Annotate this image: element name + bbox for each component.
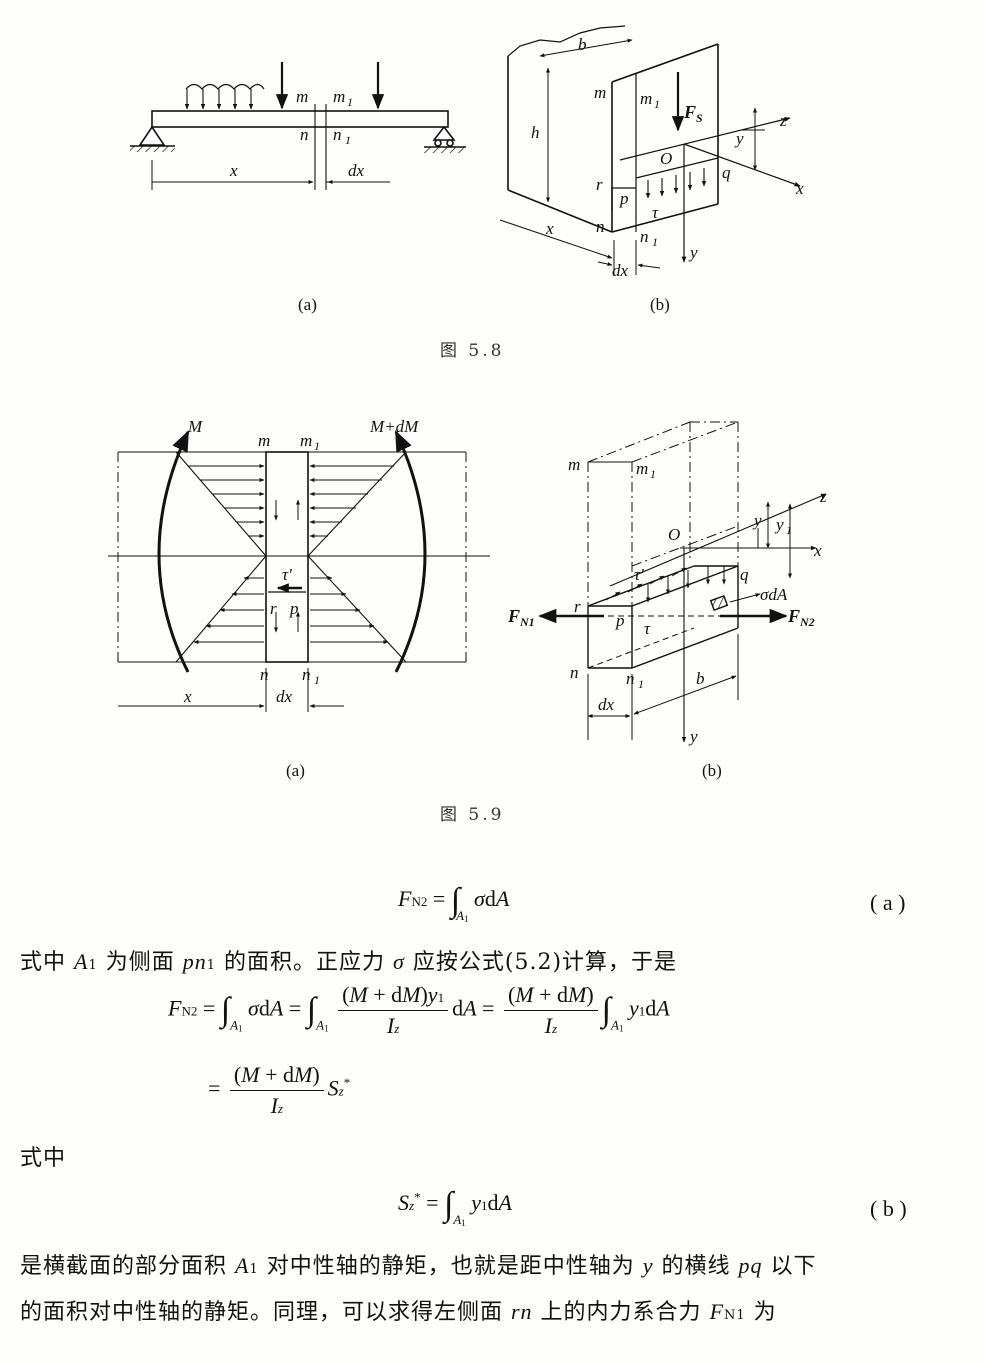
paragraph-line-4: 的面积对中性轴的静矩。同理，可以求得左侧面 rn 上的内力系合力 FN1 为 [20, 1299, 777, 1325]
label-x-axis: x [795, 179, 804, 198]
equation-a-tag: ( a ) [870, 890, 906, 915]
svg-text:S: S [696, 111, 703, 125]
label-p: p [289, 599, 299, 618]
label-m: m [568, 455, 580, 474]
label-dx: dx [276, 687, 293, 706]
label-y1: y [774, 515, 784, 534]
label-n: n [570, 663, 579, 682]
fig59a-labels: M M+dM m m 1 τ' r p n n 1 x dx (a) [183, 417, 419, 780]
label-dx: dx [612, 261, 629, 280]
label-M-plus-dM: M+dM [369, 417, 419, 436]
label-O: O [668, 525, 680, 544]
label-n: n [596, 217, 605, 236]
svg-text:1: 1 [314, 439, 320, 453]
fig58b-labels: b h m m 1 F S z y O x r q p τ x n n 1 dx… [531, 35, 804, 314]
label-q: q [740, 565, 749, 584]
label-y-axis: y [688, 727, 698, 746]
svg-text:1: 1 [786, 523, 792, 537]
label-x-axis: x [813, 541, 822, 560]
label-n: n [260, 665, 269, 684]
fig59a-stress-diagram [108, 430, 490, 712]
fig58b-3d-element [499, 25, 801, 275]
label-m: m [594, 83, 606, 102]
equation-b-tag: ( b ) [870, 1196, 907, 1221]
label-n1: n [302, 665, 311, 684]
label-m1: m [636, 459, 648, 478]
equation-b: Sz* = ∫A1 y1dA [398, 1186, 512, 1229]
svg-text:1: 1 [314, 673, 320, 687]
svg-text:1: 1 [652, 235, 658, 249]
label-q: q [722, 163, 731, 182]
svg-text:N2: N2 [799, 615, 815, 629]
label-n1: n [333, 125, 342, 144]
label-z: z [819, 487, 827, 506]
label-tau: τ [652, 203, 659, 222]
label-x: x [183, 687, 192, 706]
label-m: m [258, 431, 270, 450]
label-n1: n [640, 227, 649, 246]
label-m1: m [333, 87, 345, 106]
label-n: n [300, 125, 309, 144]
fig58-caption: 图 5.8 [440, 341, 504, 361]
svg-text:1: 1 [650, 467, 656, 481]
label-p: p [619, 189, 629, 208]
label-x: x [545, 219, 554, 238]
label-m1: m [640, 89, 652, 108]
label-r: r [270, 599, 277, 618]
fig58a-beam-diagram [130, 62, 466, 190]
fig59a-sublabel: (a) [286, 761, 305, 780]
label-tau-prime: τ' [634, 565, 644, 584]
label-b: b [578, 35, 587, 54]
label-y-dim: y [734, 129, 744, 148]
paragraph-line-1: 式中 A1 为侧面 pn1 的面积。正应力 σ 应按公式(5.2)计算，于是 [20, 949, 678, 975]
fig58b-sublabel: (b) [650, 295, 670, 314]
label-m: m [296, 87, 308, 106]
fig59-caption: 图 5.9 [440, 805, 504, 825]
svg-text:1: 1 [345, 133, 351, 147]
svg-text:1: 1 [347, 95, 353, 109]
label-m1: m [300, 431, 312, 450]
label-h: h [531, 123, 540, 142]
paragraph-line-2: 式中 [20, 1146, 67, 1171]
label-sigma-dA: σdA [760, 585, 788, 604]
svg-text:1: 1 [654, 97, 660, 111]
label-r: r [574, 597, 581, 616]
label-y: y [752, 511, 762, 530]
label-FN2: F [787, 606, 800, 626]
label-dx: dx [348, 161, 365, 180]
equation-a: FN2 = ∫A1 σdA [398, 882, 510, 925]
label-tau: τ [644, 619, 651, 638]
label-FS: F [683, 102, 696, 122]
label-p: p [615, 611, 625, 630]
label-tau-prime: τ' [282, 565, 292, 584]
fig58a-labels: m m 1 n n 1 x dx (a) [229, 87, 365, 314]
fig59b-labels: m m 1 z O y y 1 x τ' q σdA r p τ F N1 F … [507, 455, 827, 780]
paragraph-line-3: 是横截面的部分面积 A1 对中性轴的静矩，也就是距中性轴为 y 的横线 pq 以… [20, 1253, 817, 1279]
fig59b-sublabel: (b) [702, 761, 722, 780]
label-x: x [229, 161, 238, 180]
label-z: z [779, 111, 787, 130]
label-dx: dx [598, 695, 615, 714]
label-O: O [660, 149, 672, 168]
label-FN1: F [507, 606, 520, 626]
label-n1: n [626, 669, 635, 688]
label-M: M [187, 417, 203, 436]
fig59b-3d-element [538, 421, 827, 743]
svg-text:1: 1 [638, 677, 644, 691]
fig58a-sublabel: (a) [298, 295, 317, 314]
label-b: b [696, 669, 705, 688]
label-y-axis: y [688, 243, 698, 262]
label-r: r [596, 175, 603, 194]
svg-text:N1: N1 [519, 615, 535, 629]
